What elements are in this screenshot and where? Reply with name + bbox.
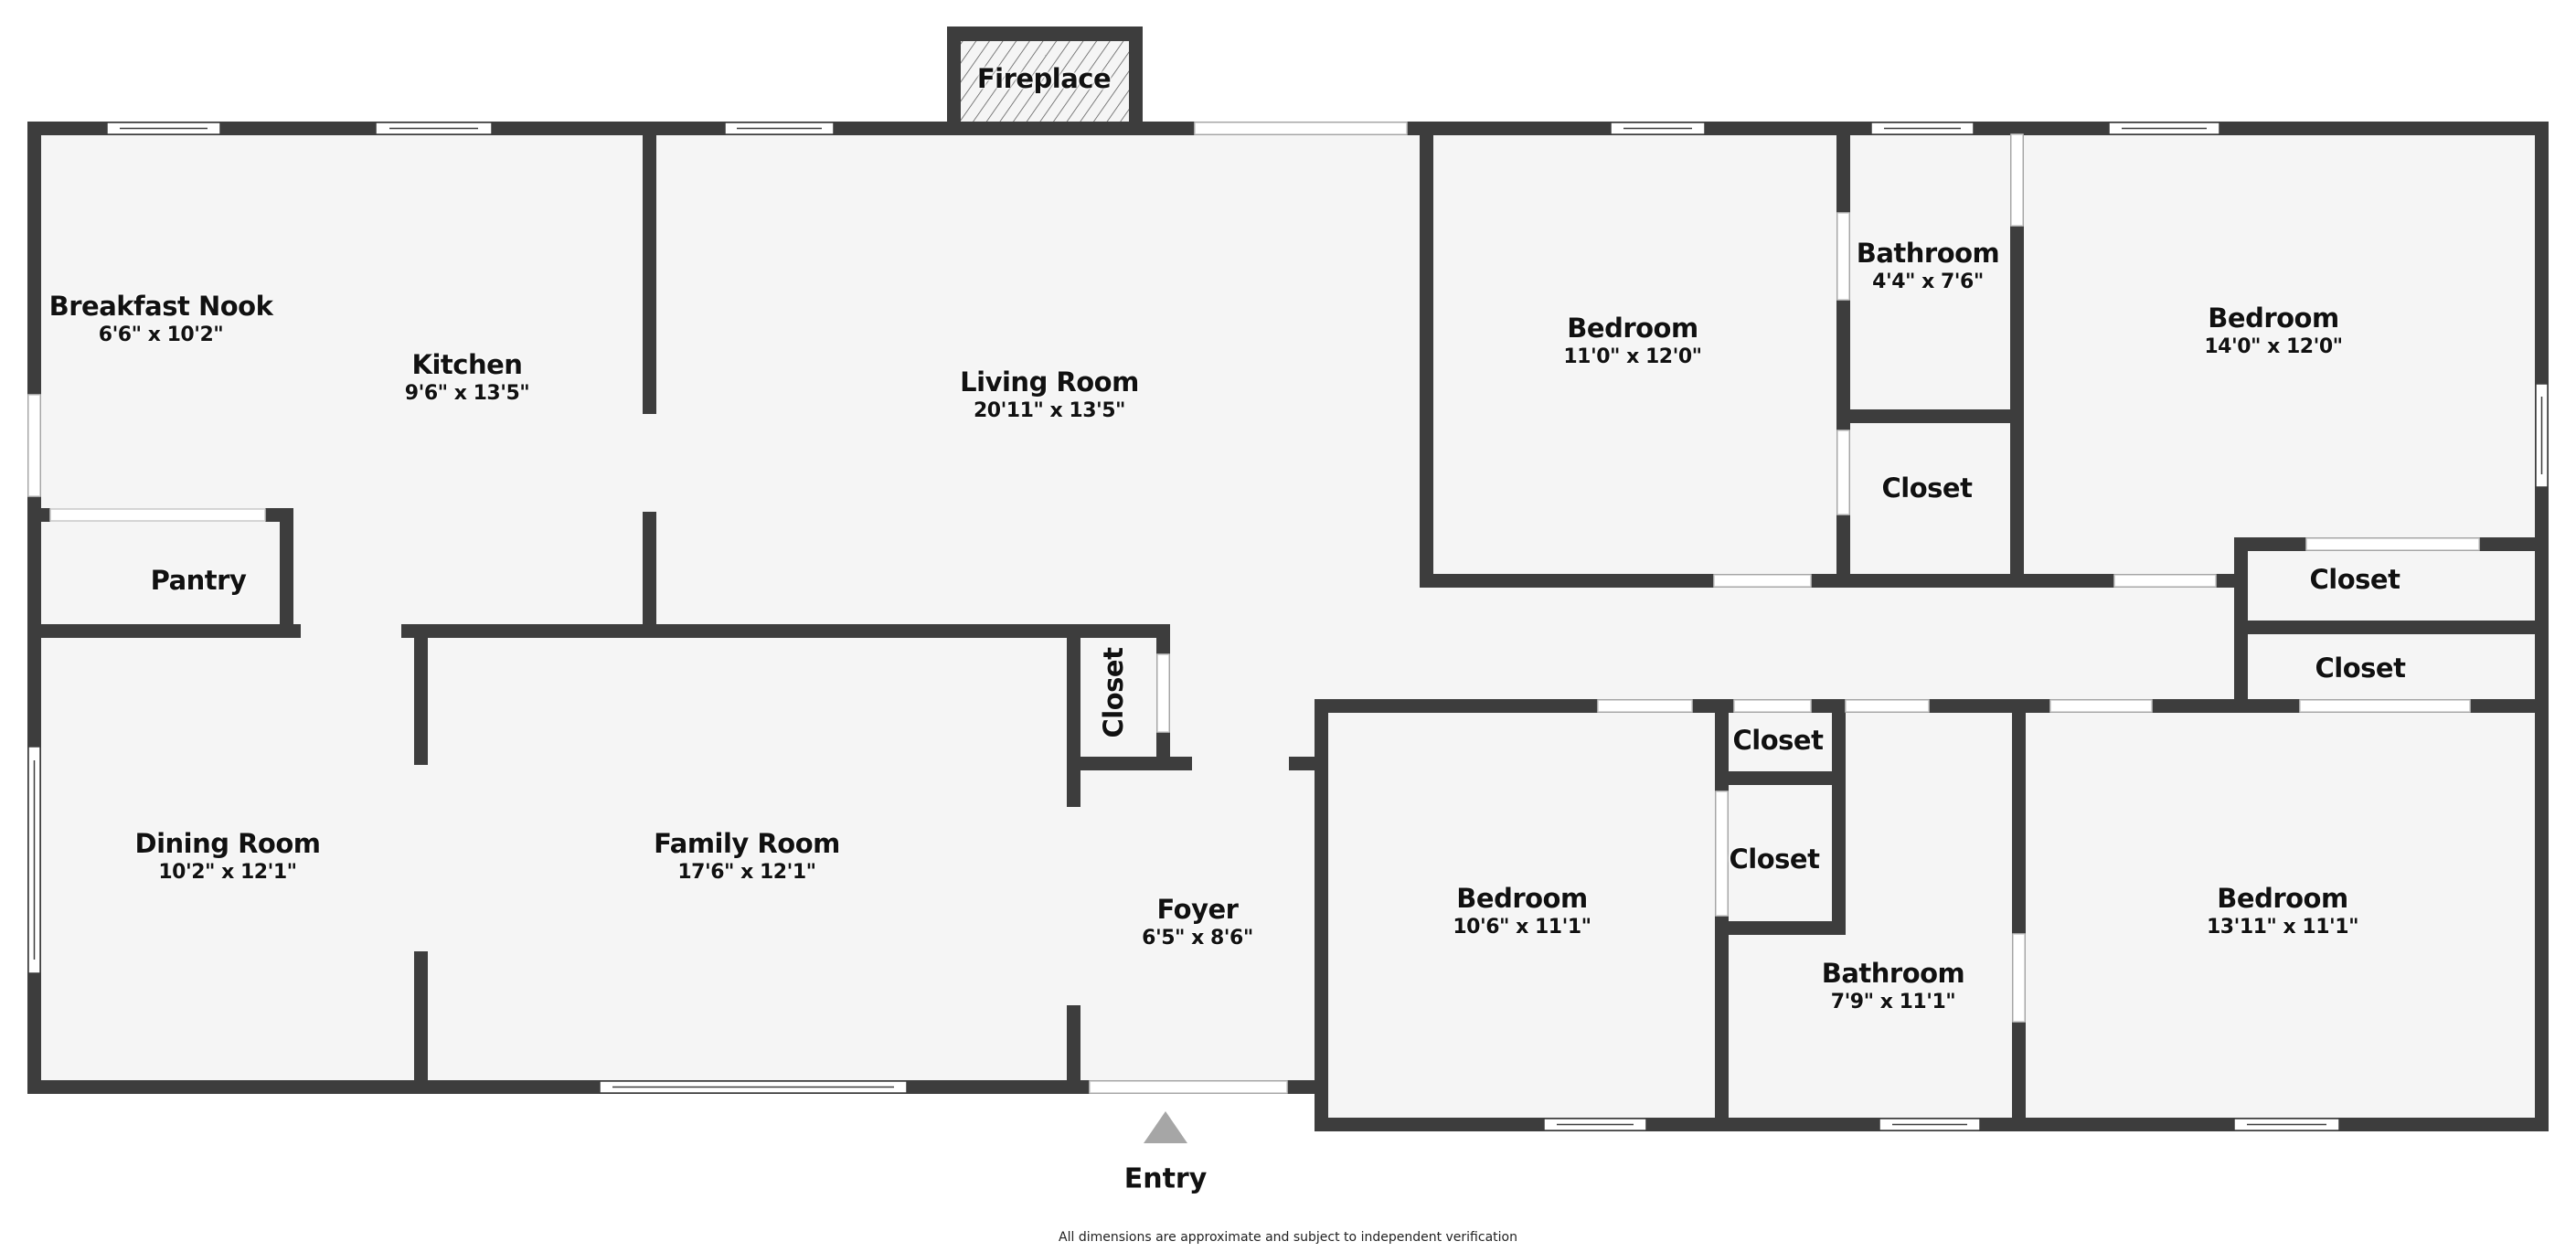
entry-label: Entry (1123, 1162, 1208, 1195)
window (1870, 122, 1975, 135)
room-name: Bedroom (2217, 883, 2348, 914)
room-label-closet-5: Closet (1730, 844, 1820, 875)
window (2535, 383, 2549, 488)
door-opening (1597, 699, 1693, 713)
door-opening (2299, 699, 2471, 713)
entry-arrow-icon (1144, 1111, 1187, 1143)
windows (27, 122, 2549, 1131)
door-opening (1733, 699, 1812, 713)
room-dimensions: 6'6" x 10'2" (98, 324, 224, 346)
room-label-fireplace: Fireplace (976, 63, 1112, 94)
room-name: Closet (2315, 653, 2406, 684)
window (27, 746, 41, 974)
window (1610, 122, 1706, 135)
room-name: Bedroom (2208, 302, 2339, 334)
room-name: Family Room (654, 828, 840, 859)
room-name: Closet (2309, 564, 2400, 595)
room-name: Dining Room (134, 828, 322, 859)
room-label-closet-1: Closet (1882, 472, 1973, 504)
room-dimensions: 4'4" x 7'6" (1872, 271, 1984, 293)
window (2108, 122, 2220, 135)
door-opening (2113, 574, 2217, 588)
door-opening (2305, 537, 2480, 551)
door-opening (27, 394, 41, 497)
room-label-pantry: Pantry (151, 565, 247, 596)
room-label-foyer-closet: Closet (1098, 648, 1129, 738)
room-name: Pantry (150, 565, 247, 596)
window (1879, 1118, 1981, 1131)
room-dimensions: 6'5" x 8'6" (1142, 927, 1253, 950)
door-opening (2012, 933, 2026, 1023)
window (724, 122, 835, 135)
room-dimensions: 14'0" x 12'0" (2204, 335, 2343, 358)
room-dimensions: 11'0" x 12'0" (1563, 345, 1702, 368)
disclaimer-footnote: All dimensions are approximate and subje… (1059, 1230, 1517, 1245)
room-dimensions: 20'11" x 13'5" (973, 399, 1126, 422)
door-opening (1713, 574, 1812, 588)
door-opening (1715, 790, 1729, 917)
door-opening (1836, 212, 1850, 301)
room-dimensions: 9'6" x 13'5" (404, 382, 530, 405)
door-opening (2010, 133, 2024, 227)
room-name: Bedroom (1567, 313, 1698, 344)
door-opening (1194, 122, 1408, 135)
room-dimensions: 10'6" x 11'1" (1453, 916, 1591, 939)
room-label-closet-3: Closet (2315, 653, 2406, 684)
room-dimensions: 7'9" x 11'1" (1830, 991, 1956, 1013)
room-label-closet-2: Closet (2310, 564, 2400, 595)
window (106, 122, 221, 135)
room-name: Closet (1732, 725, 1824, 756)
room-name: Fireplace (976, 63, 1112, 94)
room-name: Bedroom (1456, 883, 1588, 914)
window (1543, 1118, 1647, 1131)
door-opening (2049, 699, 2153, 713)
door-opening (1156, 653, 1170, 733)
door-opening (1089, 1080, 1288, 1094)
window (599, 1080, 908, 1094)
door-opening (49, 508, 266, 522)
room-name: Closet (1881, 472, 1973, 504)
room-name: Living Room (960, 366, 1139, 398)
room-name: Closet (1729, 844, 1820, 875)
room-name: Bathroom (1821, 958, 1965, 989)
fireplace-hearth (947, 27, 1143, 135)
room-name: Foyer (1156, 894, 1239, 925)
window (375, 122, 493, 135)
room-name: Bathroom (1856, 238, 2000, 269)
room-dimensions: 10'2" x 12'1" (158, 861, 297, 884)
room-name: Closet (1098, 647, 1129, 738)
room-dimensions: 17'6" x 12'1" (677, 861, 816, 884)
window (2233, 1118, 2340, 1131)
door-opening (1836, 430, 1850, 515)
door-openings (27, 122, 2480, 1094)
room-dimensions: 13'11" x 11'1" (2206, 916, 2359, 939)
door-opening (1845, 699, 1930, 713)
room-name: Breakfast Nook (48, 291, 273, 322)
room-label-closet-4: Closet (1733, 725, 1824, 756)
room-name: Kitchen (411, 349, 523, 380)
